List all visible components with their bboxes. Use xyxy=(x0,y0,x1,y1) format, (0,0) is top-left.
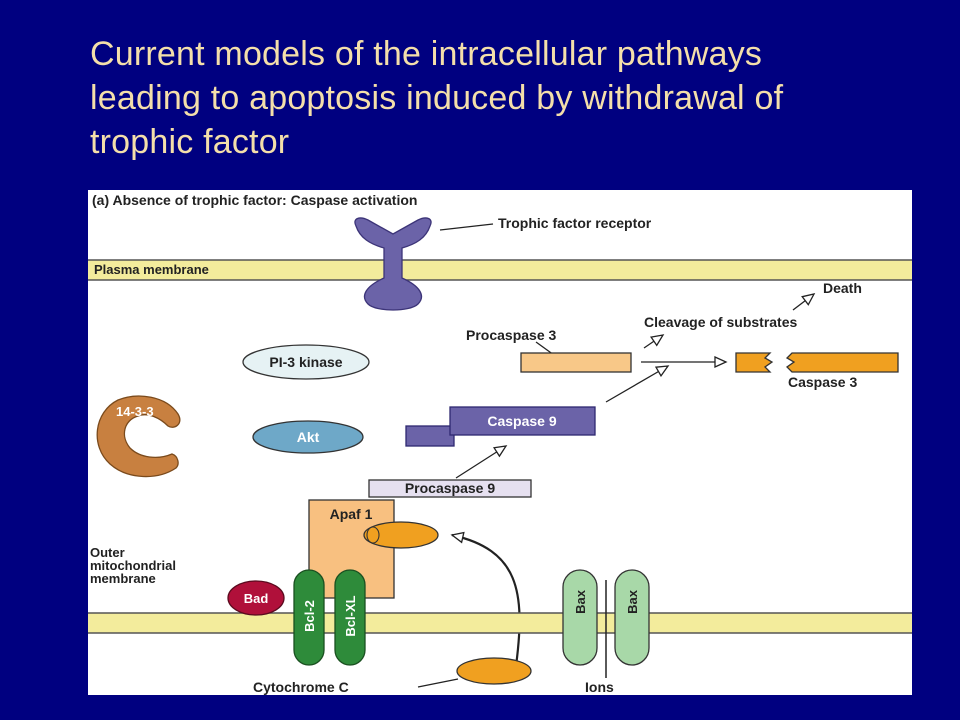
title-line: Current models of the intracellular path… xyxy=(90,35,763,73)
death-label: Death xyxy=(823,280,862,296)
apoptosis-pathway-diagram: (a) Absence of trophic factor: Caspase a… xyxy=(88,190,912,695)
protein-14-3-3-label: 14-3-3 xyxy=(116,404,154,419)
caspase9-small-subunit xyxy=(405,425,455,447)
trophic-factor-receptor-label: Trophic factor receptor xyxy=(498,215,652,231)
ions-label: Ions xyxy=(585,679,614,695)
outer-membrane-label-line2: mitochondrial xyxy=(90,558,176,573)
outer-membrane-label-line1: Outer xyxy=(90,545,125,560)
caspase3 xyxy=(785,352,899,373)
procaspase9 xyxy=(368,479,532,498)
cytochrome-c-label: Cytochrome C xyxy=(253,679,349,695)
panel-heading: (a) Absence of trophic factor: Caspase a… xyxy=(92,192,417,208)
outer-membrane-label-line3: membrane xyxy=(90,571,156,586)
pi3-kinase-label: PI-3 kinase xyxy=(269,354,342,370)
procaspase3 xyxy=(520,352,632,373)
outer-mitochondrial-membrane xyxy=(88,612,912,634)
trophic-factor-receptor xyxy=(354,217,432,311)
apaf1-label: Apaf 1 xyxy=(330,506,373,522)
bax-right xyxy=(614,569,650,666)
plasma-membrane: Plasma membrane xyxy=(88,259,912,281)
bclxl-label: Bcl-XL xyxy=(343,595,358,636)
procaspase3-label: Procaspase 3 xyxy=(466,327,556,343)
bax-left-label: Bax xyxy=(573,589,588,614)
akt xyxy=(252,420,364,454)
caspase9 xyxy=(449,406,596,436)
protein-14-3-3 xyxy=(96,395,181,478)
caspase3-label: Caspase 3 xyxy=(788,374,857,390)
bclxl xyxy=(334,569,366,666)
akt-label: Akt xyxy=(297,429,320,445)
title-line: trophic factor xyxy=(90,123,290,161)
cytochrome-c-bound xyxy=(363,521,439,549)
cytochrome-c xyxy=(456,657,532,685)
slide-title: Current models of the intracellular path… xyxy=(90,32,950,164)
cleavage-of-substrates-label: Cleavage of substrates xyxy=(644,314,797,330)
bad-label: Bad xyxy=(244,591,269,606)
caspase3-fragment xyxy=(735,352,774,373)
title-line: leading to apoptosis induced by withdraw… xyxy=(90,79,784,117)
bad xyxy=(227,580,285,616)
caspase9-label: Caspase 9 xyxy=(487,413,556,429)
procaspase9-label: Procaspase 9 xyxy=(405,480,495,496)
plasma-membrane-label: Plasma membrane xyxy=(94,262,209,277)
bax-right-label: Bax xyxy=(625,589,640,614)
pi3-kinase xyxy=(242,344,370,380)
bcl2 xyxy=(293,569,325,666)
bcl2-label: Bcl-2 xyxy=(302,600,317,632)
bax-left xyxy=(562,569,598,666)
